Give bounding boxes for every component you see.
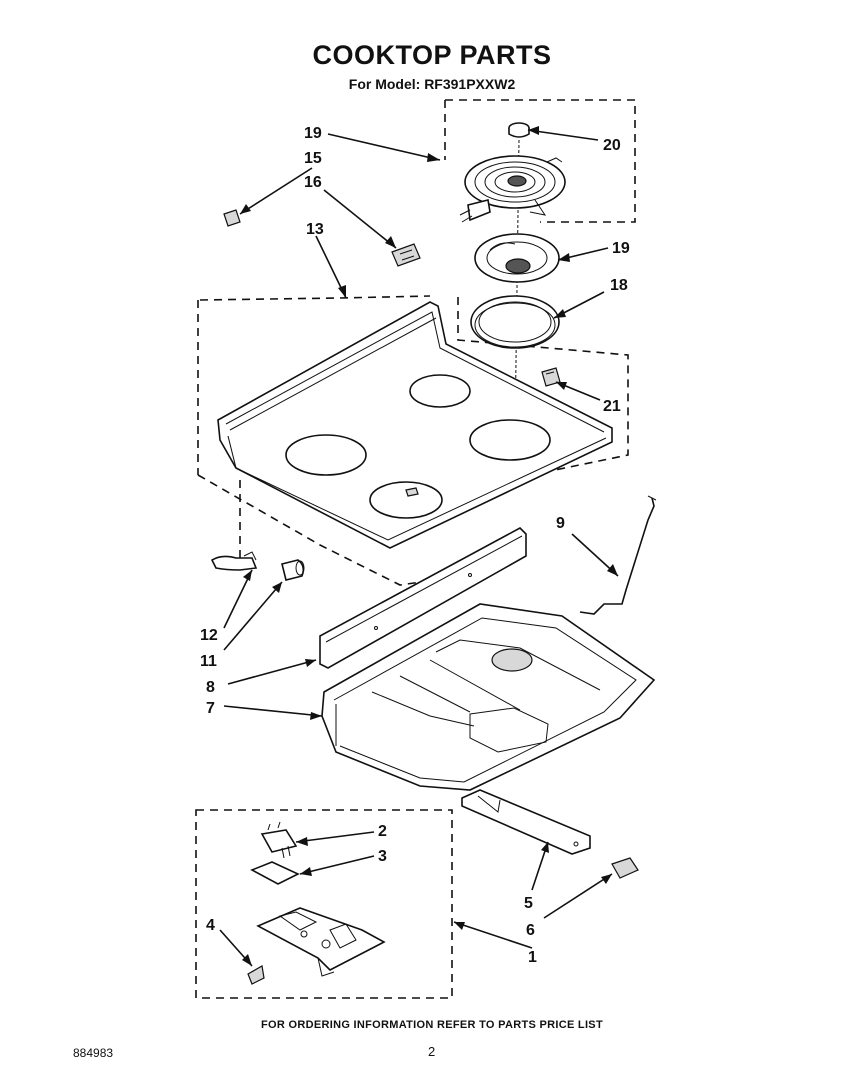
callout-8: 8 bbox=[206, 679, 215, 696]
trim-ring-part bbox=[470, 295, 560, 349]
knob-cap-part bbox=[508, 122, 530, 138]
strap-part-5 bbox=[461, 789, 591, 855]
callout-15: 15 bbox=[304, 150, 322, 167]
page-number: 2 bbox=[428, 1044, 436, 1059]
callout-20: 20 bbox=[603, 137, 621, 154]
model-subtitle: For Model: RF391PXXW2 bbox=[348, 76, 516, 92]
wire-bracket-part-12 bbox=[210, 551, 258, 571]
callout-3: 3 bbox=[378, 848, 387, 865]
callout-5: 5 bbox=[524, 895, 533, 912]
front-rail-part-8 bbox=[319, 527, 527, 669]
ordering-note: FOR ORDERING INFORMATION REFER TO PARTS … bbox=[261, 1019, 603, 1031]
rod-part-9 bbox=[579, 495, 657, 615]
callout-19: 19 bbox=[304, 125, 322, 142]
receptacle-part-16 bbox=[391, 243, 421, 267]
callout-9: 9 bbox=[556, 515, 565, 532]
callout-1: 1 bbox=[528, 949, 537, 966]
burner-box-part-7 bbox=[321, 603, 656, 791]
callout-18: 19 bbox=[612, 240, 630, 257]
clip-part-4 bbox=[247, 965, 265, 985]
callout-11: 11 bbox=[200, 653, 217, 670]
callout-6: 6 bbox=[526, 922, 535, 939]
callout-16: 16 bbox=[304, 174, 322, 191]
arrowheads bbox=[240, 126, 618, 966]
callout-17: 18 bbox=[610, 277, 628, 294]
surface-element-part bbox=[459, 155, 566, 223]
callout-7: 7 bbox=[206, 700, 215, 717]
document-number: 884983 bbox=[73, 1046, 114, 1060]
callout-4: 4 bbox=[206, 917, 215, 934]
spacer-part-11 bbox=[281, 559, 305, 581]
callout-labels: 19 20 15 16 13 19 18 21 9 12 11 8 7 2 3 … bbox=[200, 125, 630, 966]
callout-2: 2 bbox=[378, 823, 387, 840]
control-group-box bbox=[195, 809, 453, 999]
clip-part-6 bbox=[611, 857, 639, 879]
callout-12: 12 bbox=[200, 627, 218, 644]
cooktop-group-box bbox=[197, 295, 629, 586]
bracket-part-15 bbox=[223, 209, 241, 227]
page-title: COOKTOP PARTS bbox=[312, 40, 552, 70]
callout-21: 21 bbox=[603, 398, 621, 415]
switch-part-2 bbox=[260, 821, 298, 859]
callout-13: 13 bbox=[306, 221, 324, 238]
insulator-part-3 bbox=[250, 861, 300, 885]
control-bracket-assembly bbox=[256, 907, 386, 977]
element-group-box bbox=[444, 99, 636, 223]
drip-bowl-part bbox=[474, 233, 560, 283]
leader-lines bbox=[219, 129, 619, 967]
cooktop-main-top bbox=[217, 301, 613, 549]
